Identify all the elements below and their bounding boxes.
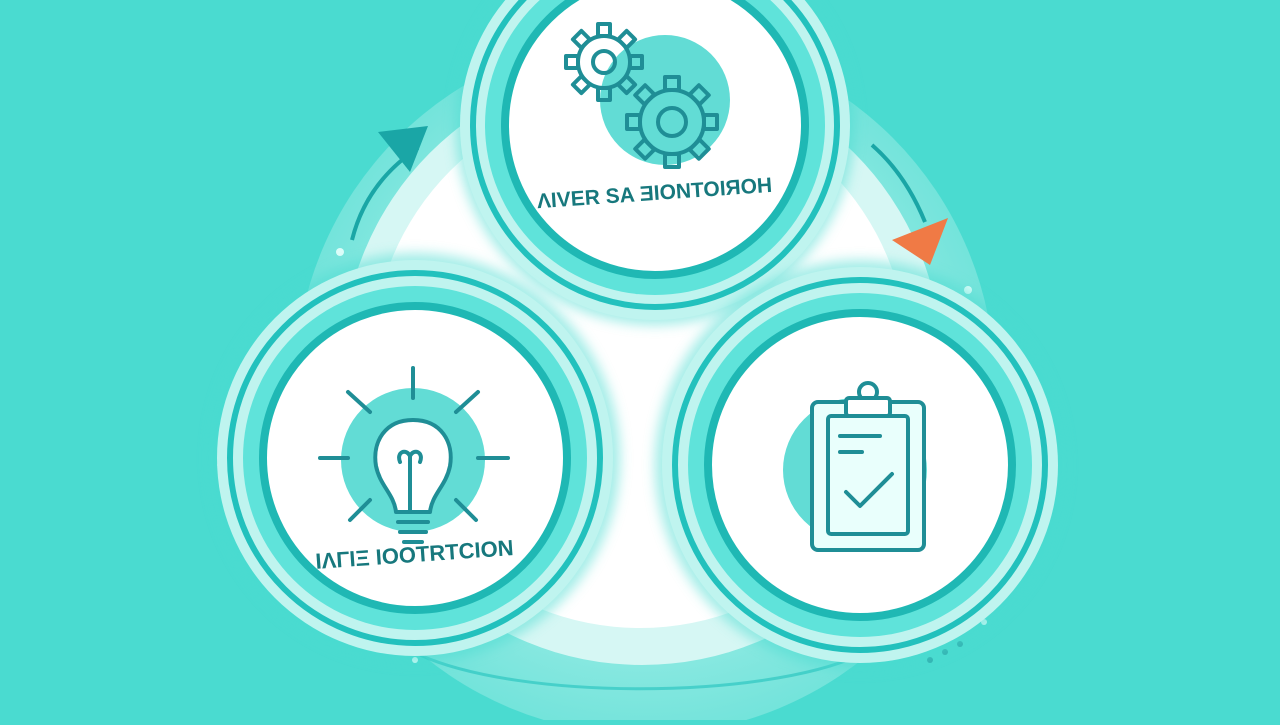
node-top-ring xyxy=(470,0,840,310)
node-right-ring xyxy=(672,277,1048,653)
node-right xyxy=(655,260,1065,670)
cycle-arrows xyxy=(350,126,948,691)
arrow-head-icon xyxy=(378,126,428,172)
node-left-ring xyxy=(227,270,603,646)
node-top-accent xyxy=(600,35,730,165)
cycle-arc-bottom xyxy=(419,653,861,691)
arrow-head-icon xyxy=(892,218,948,265)
clipboard-check-icon xyxy=(810,381,926,552)
lightbulb-icon xyxy=(318,366,510,544)
gears-icon xyxy=(564,22,719,169)
node-top: ΛIVER SA ƎIONTOIЯOH xyxy=(455,0,855,325)
cycle-arc-right xyxy=(870,143,927,223)
node-left: ΙΛΓΙΞ IOOTRTCION xyxy=(210,253,620,663)
